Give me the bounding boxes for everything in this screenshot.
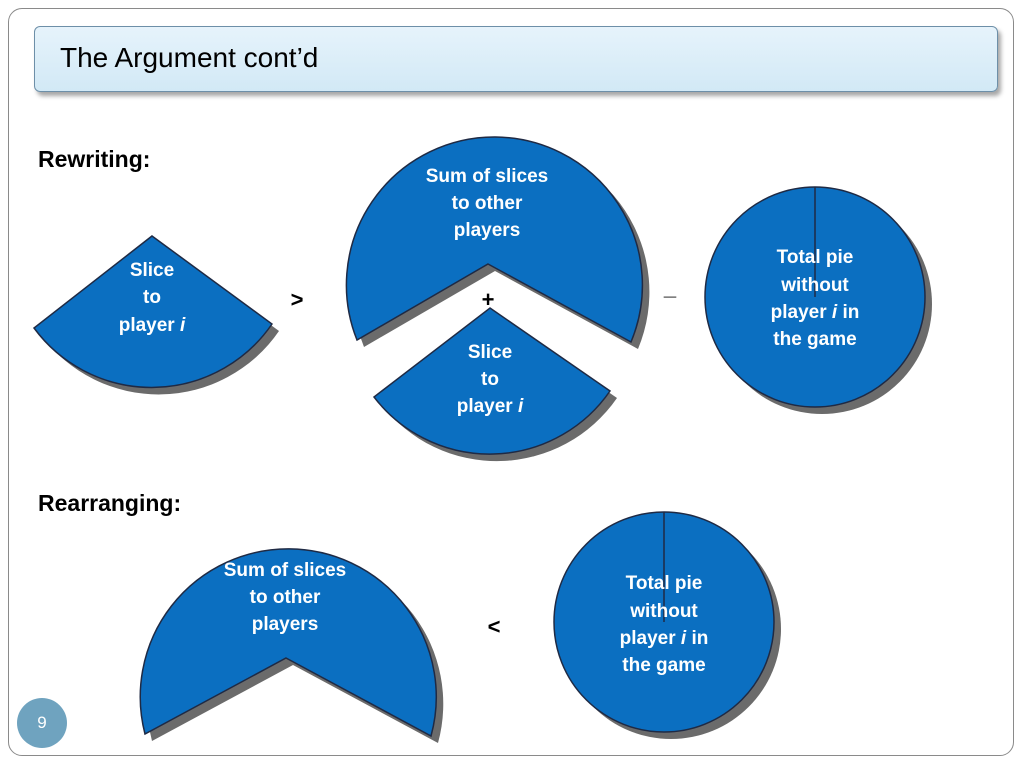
pie-slice-player-i-left: Slice to player i bbox=[32, 235, 279, 395]
total-top-line1: Total pie bbox=[777, 247, 854, 268]
slice-label-line1: Slice bbox=[130, 260, 174, 281]
plus-operator: + bbox=[482, 287, 495, 312]
less-than-operator: < bbox=[488, 614, 501, 639]
sum-bottom-line2: to other bbox=[250, 587, 321, 608]
pie-total-bottom: Total pie without player i in the game bbox=[553, 511, 781, 739]
total-top-line3: player i in bbox=[771, 302, 860, 323]
slice-label-line3: player i bbox=[119, 315, 186, 336]
rewriting-label: Rewriting: bbox=[38, 146, 151, 172]
total-bottom-line1: Total pie bbox=[626, 573, 703, 594]
slice-center-label-line1: Slice bbox=[468, 342, 512, 363]
sum-bottom-line3: players bbox=[252, 614, 319, 635]
sum-label-line2: to other bbox=[452, 193, 523, 214]
total-top-line2: without bbox=[780, 275, 849, 296]
title-banner bbox=[34, 26, 998, 92]
pie-total-top: Total pie without player i in the game bbox=[704, 186, 932, 414]
total-bottom-line3: player i in bbox=[620, 628, 709, 649]
rearranging-label: Rearranging: bbox=[38, 490, 182, 516]
slice-center-label-line2: to bbox=[481, 369, 499, 390]
slice-center-label-line3: player i bbox=[457, 396, 524, 417]
total-top-line4: the game bbox=[773, 329, 856, 350]
pie-sum-of-slices-top: Sum of slices to other players bbox=[345, 136, 650, 349]
slice-label-line2: to bbox=[143, 287, 161, 308]
sum-bottom-line1: Sum of slices bbox=[224, 560, 347, 581]
minus-operator: _ bbox=[663, 275, 677, 300]
total-bottom-line4: the game bbox=[622, 655, 705, 676]
pie-sum-of-slices-bottom: Sum of slices to other players bbox=[139, 548, 444, 743]
total-bottom-line2: without bbox=[629, 601, 698, 622]
sum-label-line1: Sum of slices bbox=[426, 166, 549, 187]
pie-slice-player-i-center: Slice to player i bbox=[372, 307, 617, 462]
greater-than-operator: > bbox=[291, 287, 304, 312]
sum-label-line3: players bbox=[454, 220, 521, 241]
page-number-badge: 9 bbox=[17, 698, 67, 748]
slide-title: The Argument cont’d bbox=[60, 42, 319, 73]
